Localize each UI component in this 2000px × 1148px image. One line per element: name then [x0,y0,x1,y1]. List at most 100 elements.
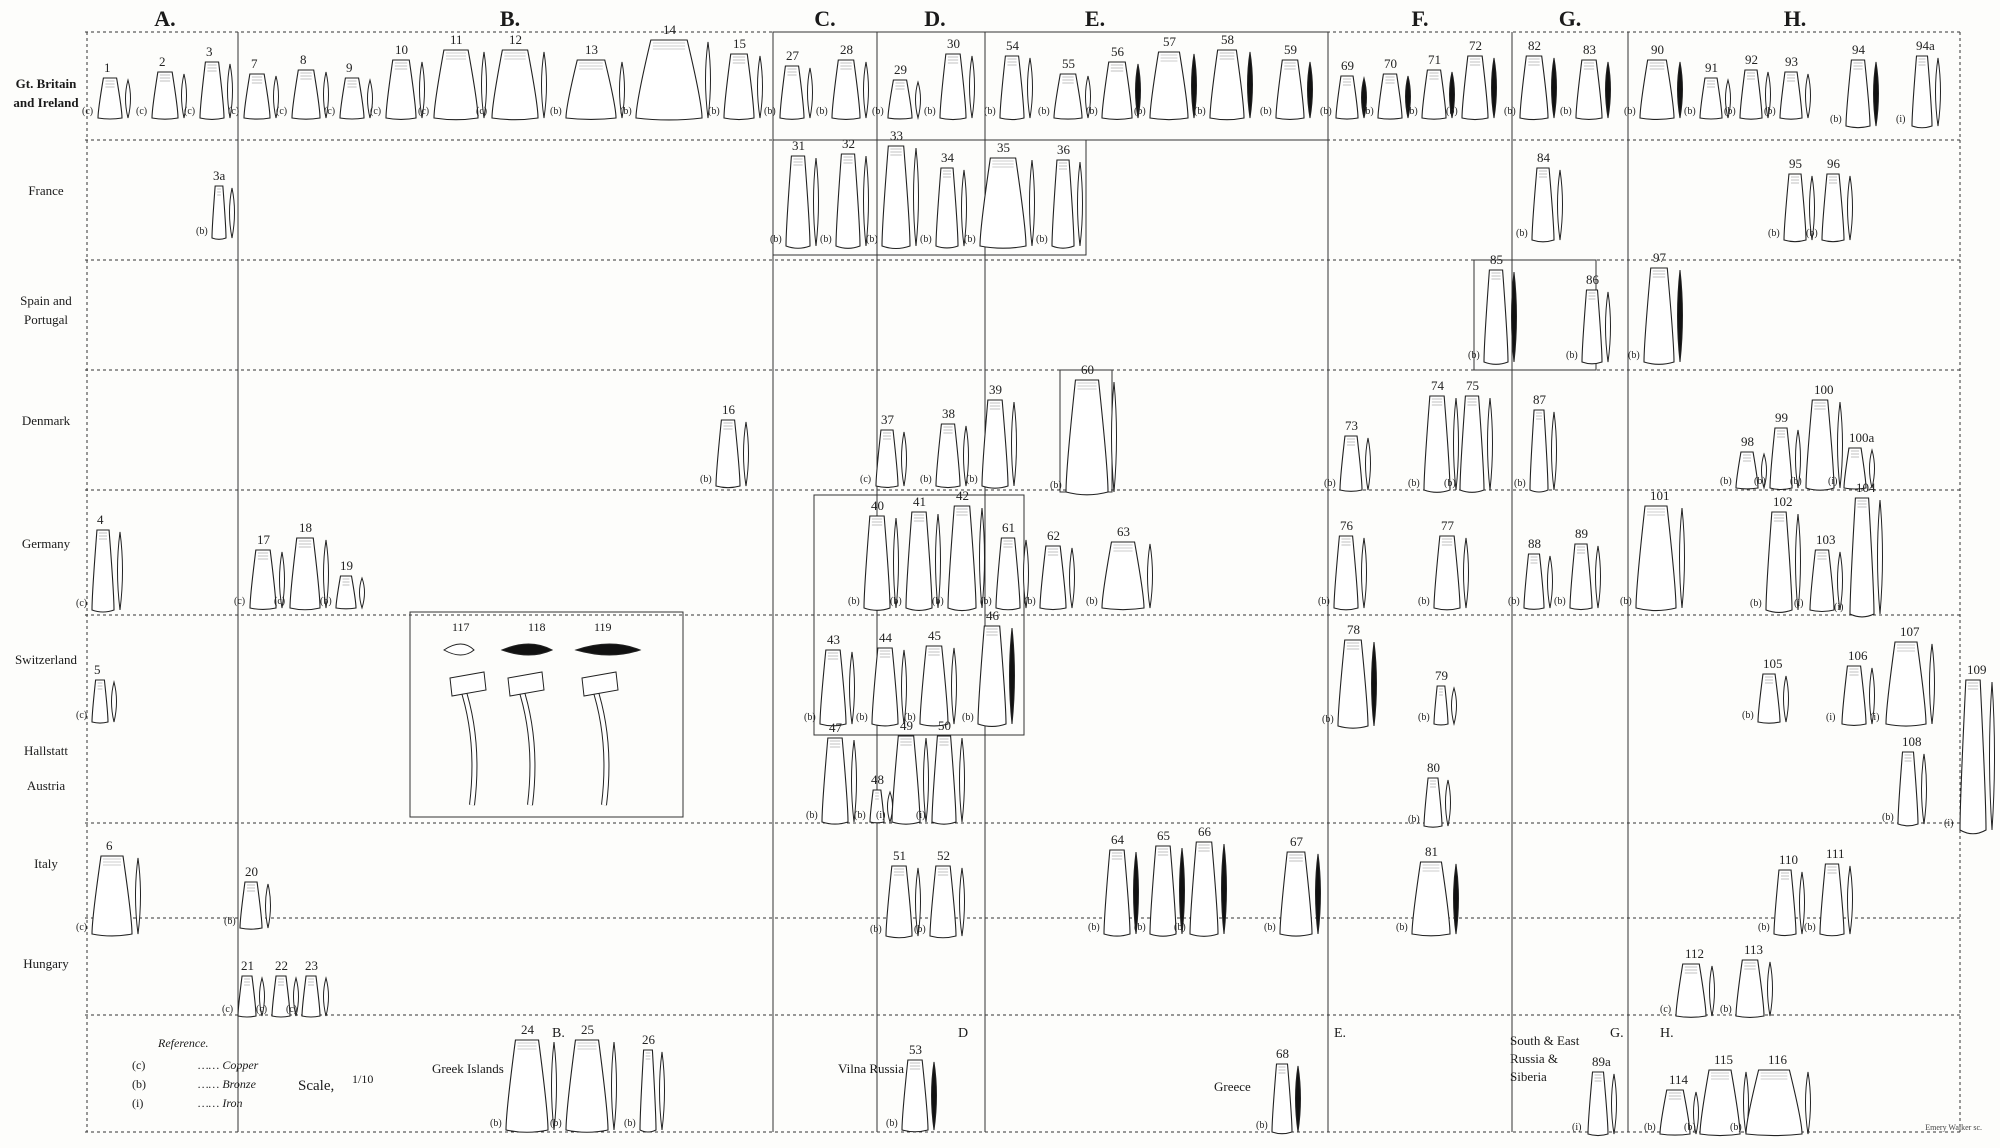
axe-figure-98 [1735,451,1767,490]
axe-figure-78 [1337,639,1377,729]
material-code: (c) [1660,1004,1671,1015]
material-code: (i) [1944,818,1953,829]
figure-number-111: 111 [1826,846,1845,861]
material-code: (b) [1754,476,1766,487]
figure-number-29: 29 [894,62,907,77]
axe-figure-14 [635,39,711,121]
axe-figure-47 [821,737,857,825]
figure-number-76: 76 [1340,518,1354,533]
figure-number-43: 43 [827,632,840,647]
column-header-b: B. [499,6,521,31]
figure-number-84: 84 [1537,150,1551,165]
column-header-g: G. [1558,6,1582,31]
material-code: (b) [1134,106,1146,117]
material-code: (i) [876,810,885,821]
region-group-1: D [958,1026,969,1041]
figure-number-66: 66 [1198,824,1212,839]
material-code: (i) [1572,1122,1581,1133]
axe-figure-2 [151,71,187,120]
axe-figure-113 [1735,959,1773,1018]
axe-figure-32 [835,153,869,249]
axe-figure-51 [885,865,921,939]
axe-figure-53 [901,1059,937,1133]
material-code: (b) [816,106,828,117]
axe-figure-9 [339,77,373,120]
figure-number-86: 86 [1586,272,1600,287]
figure-number-13: 13 [585,42,598,57]
axe-figure-35 [979,157,1035,249]
axe-figure-100 [1805,399,1843,491]
figure-number-53: 53 [909,1042,922,1057]
material-code: (b) [224,916,236,927]
material-code: (c) [222,1004,233,1015]
figure-number-57: 57 [1163,34,1177,49]
material-code: (b) [984,106,996,117]
material-code: (b) [804,712,816,723]
reference-title: Reference. [158,1036,209,1050]
figure-number-59: 59 [1284,42,1297,57]
material-code: (b) [924,106,936,117]
figure-number-79: 79 [1435,668,1448,683]
axe-figure-76 [1333,535,1367,611]
material-code: (b) [1396,922,1408,933]
axe-figure-64 [1103,849,1139,937]
axe-figure-86 [1581,289,1611,365]
axe-figure-92 [1739,69,1771,120]
figure-number-47: 47 [829,720,843,735]
figure-number-75: 75 [1466,378,1479,393]
figure-number-94: 94 [1852,42,1866,57]
figure-number-17: 17 [257,532,271,547]
figure-number-14: 14 [663,22,677,37]
figure-number-42: 42 [956,488,969,503]
region-group-2: E. [1334,1026,1347,1041]
material-code: (b) [1320,106,1332,117]
axe-figure-19 [335,575,365,610]
figure-number-104: 104 [1856,480,1876,495]
reference-code-1: (b) [132,1077,146,1091]
axe-figure-1 [97,77,131,120]
scale-value: 1/10 [352,1072,374,1086]
axe-figure-111 [1819,863,1853,937]
engraver-credit: Emery Walker sc. [1925,1123,1982,1132]
axe-figure-81 [1411,861,1459,937]
figure-number-69: 69 [1341,58,1354,73]
material-code: (c) [76,922,87,933]
axe-figure-97 [1643,267,1683,365]
axe-figure-15 [723,53,763,121]
material-code: (b) [196,226,208,237]
material-code: (b) [550,1118,562,1129]
material-code: (b) [1764,106,1776,117]
figure-number-41: 41 [913,494,926,509]
figure-number-107: 107 [1900,624,1920,639]
figure-number-70: 70 [1384,56,1397,71]
axe-figure-100a [1843,447,1875,490]
region-group-4: H. [1660,1026,1674,1041]
axe-figure-27 [779,65,813,120]
figure-number-92: 92 [1745,52,1758,67]
material-code: (c) [276,106,287,117]
material-code: (b) [1024,596,1036,607]
figure-number-55: 55 [1062,56,1075,71]
axe-figure-75 [1459,395,1493,493]
axe-figure-108 [1897,751,1927,827]
inset-panel-frame [409,611,684,818]
axe-figure-95 [1783,173,1815,243]
axe-figure-109 [1959,679,1995,835]
figure-number-113: 113 [1744,942,1763,957]
figure-number-4: 4 [97,512,104,527]
material-code: (b) [1554,596,1566,607]
figure-number-3a: 3a [213,168,226,183]
scale-label: Scale, [298,1078,335,1094]
figure-number-18: 18 [299,520,312,535]
figure-number-19: 19 [340,558,353,573]
reference-material-1: …… Bronze [198,1077,256,1091]
figure-number-100: 100 [1814,382,1834,397]
figure-number-116: 116 [1768,1052,1788,1067]
axe-figure-82 [1519,55,1557,121]
figure-number-88: 88 [1528,536,1541,551]
figure-number-9: 9 [346,60,353,75]
material-code: (b) [920,234,932,245]
axe-figure-87 [1529,409,1557,493]
figure-number-22: 22 [275,958,288,973]
figure-number-63: 63 [1117,524,1130,539]
